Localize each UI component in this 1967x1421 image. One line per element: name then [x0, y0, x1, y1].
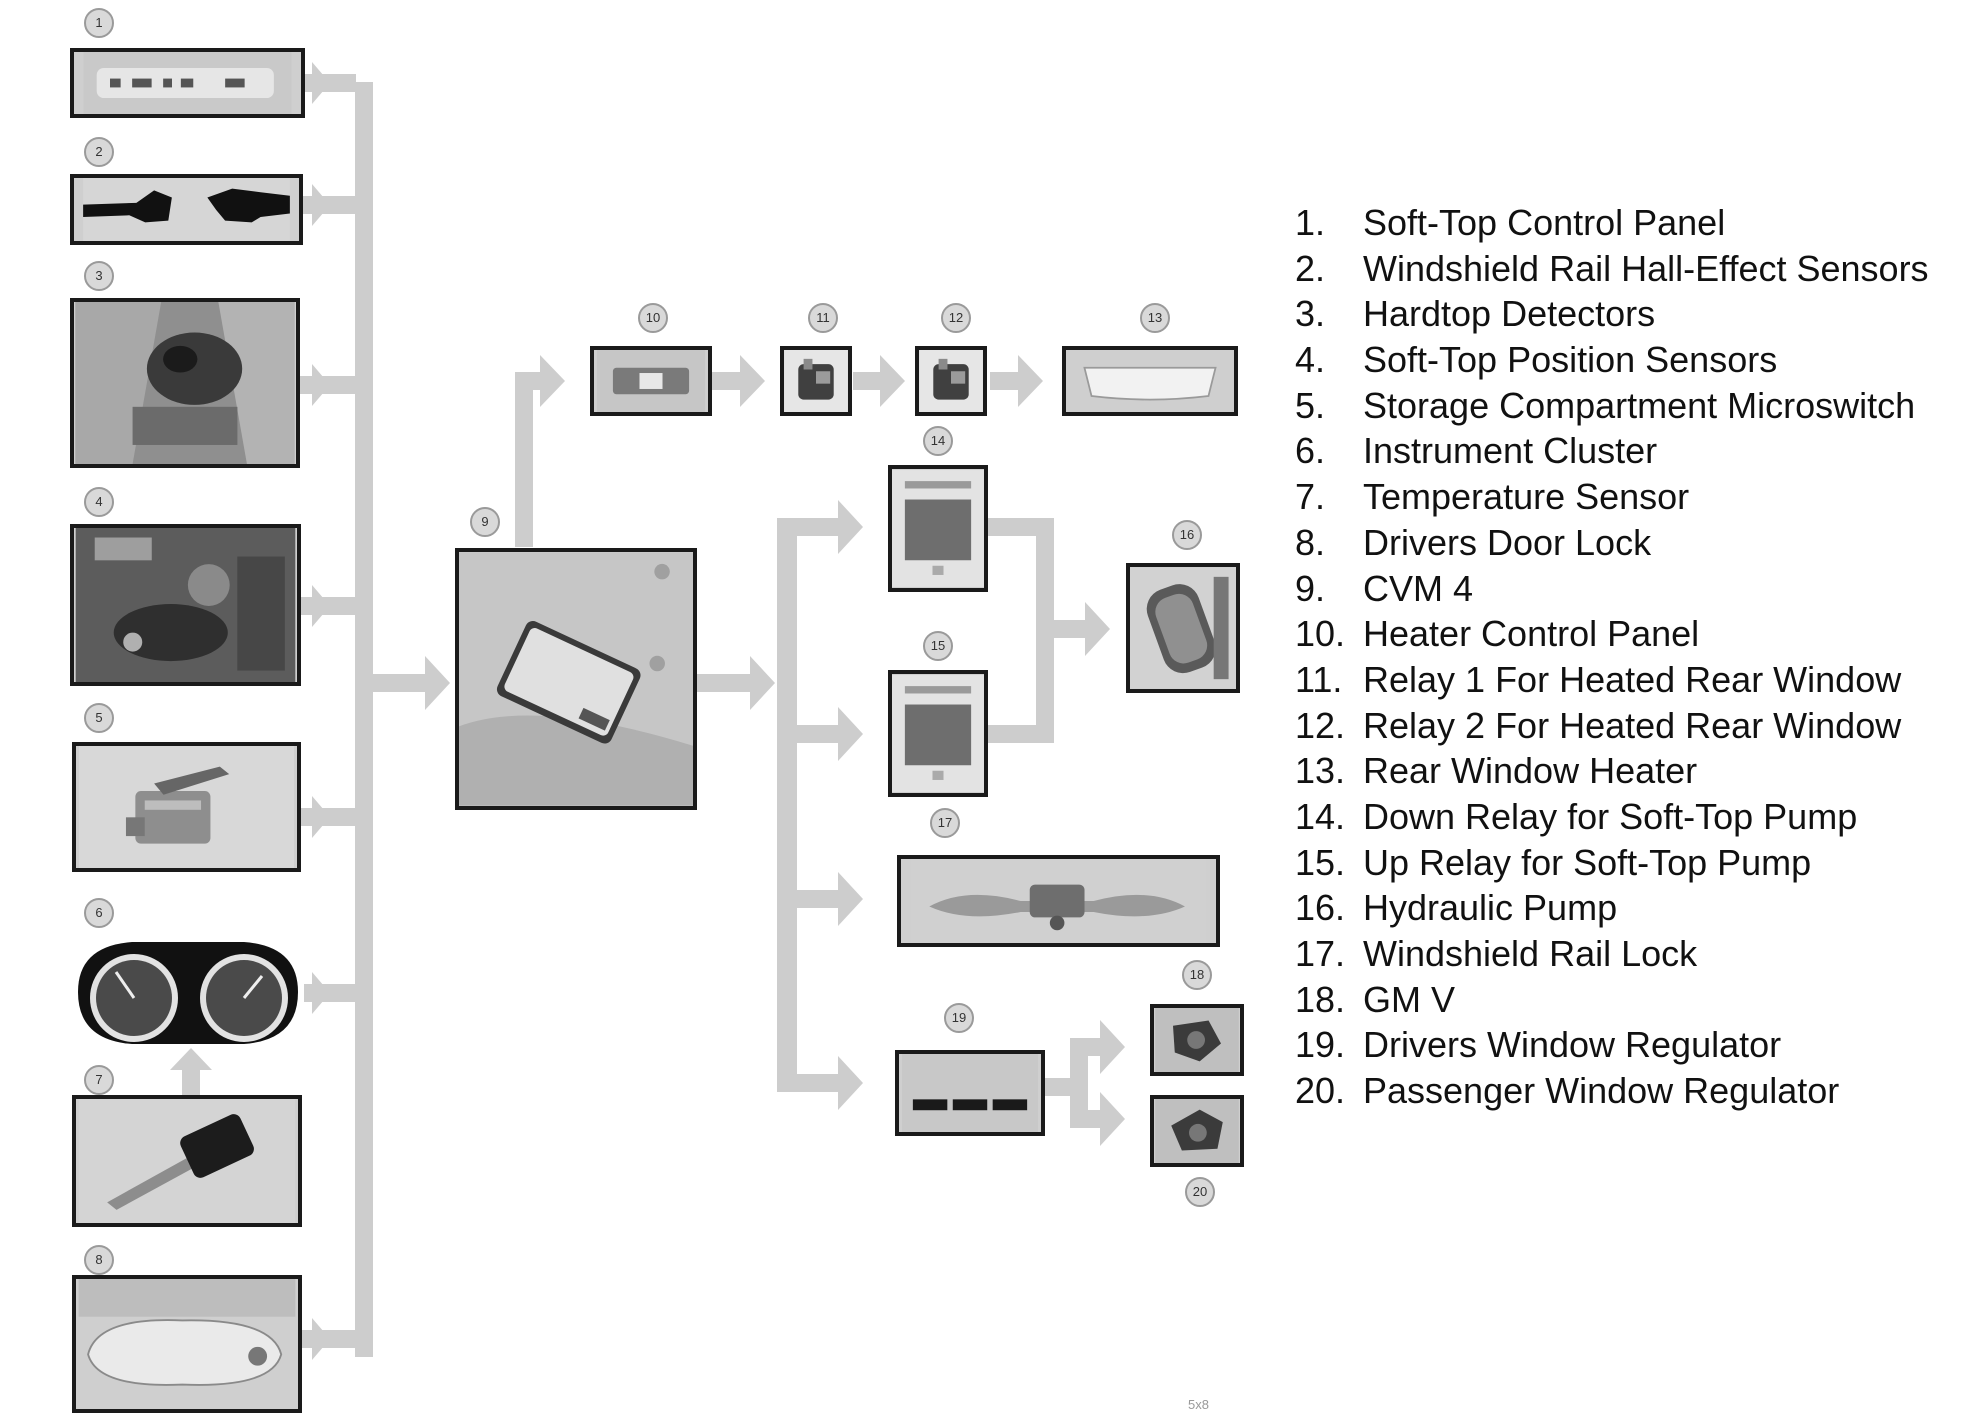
legend-item: 10.Heater Control Panel — [1295, 613, 1700, 655]
legend-item: 8.Drivers Door Lock — [1295, 521, 1652, 563]
page-mark: 5x8 — [1188, 1397, 1209, 1412]
relay-1-image — [780, 346, 852, 416]
passenger-window-regulator-image — [1150, 1095, 1244, 1167]
component-number-badge: 8 — [84, 1245, 114, 1275]
legend-item: 1.Soft-Top Control Panel — [1295, 202, 1726, 243]
rear-window-heater-image — [1062, 346, 1238, 416]
component-number-badge: 19 — [944, 1003, 974, 1033]
component-number-badge: 15 — [923, 631, 953, 661]
component-number-badge: 10 — [638, 303, 668, 333]
legend-item: 2.Windshield Rail Hall-Effect Sensors — [1295, 247, 1929, 289]
soft-top-control-panel-image — [70, 48, 305, 118]
temperature-sensor-image — [72, 1095, 302, 1227]
legend-item: 14.Down Relay for Soft-Top Pump — [1295, 795, 1858, 837]
legend-item: 4.Soft-Top Position Sensors — [1295, 339, 1778, 381]
component-number-badge: 20 — [1185, 1177, 1215, 1207]
component-number-badge: 5 — [84, 703, 114, 733]
component-number-badge: 9 — [470, 507, 500, 537]
component-number-badge: 12 — [941, 303, 971, 333]
legend-item: 9.CVM 4 — [1295, 567, 1474, 609]
legend-item: 19.Drivers Window Regulator — [1295, 1024, 1782, 1066]
legend-item: 13.Rear Window Heater — [1295, 750, 1698, 792]
component-number-badge: 1 — [84, 8, 114, 38]
drivers-window-regulator-image — [1150, 1004, 1244, 1076]
legend-item: 16.Hydraulic Pump — [1295, 887, 1618, 929]
component-number-badge: 13 — [1140, 303, 1170, 333]
legend-item: 17.Windshield Rail Lock — [1295, 933, 1698, 974]
instrument-cluster-image — [72, 936, 304, 1048]
legend-item: 15.Up Relay for Soft-Top Pump — [1295, 841, 1812, 883]
relay-2-image — [915, 346, 987, 416]
legend-item: 3.Hardtop Detectors — [1295, 293, 1656, 335]
legend-item: 20.Passenger Window Regulator — [1295, 1070, 1840, 1112]
drivers-door-lock-image — [72, 1275, 302, 1413]
cvm4-image — [455, 548, 697, 810]
legend-item: 12.Relay 2 For Heated Rear Window — [1295, 704, 1902, 746]
gm-v-image — [895, 1050, 1045, 1136]
component-number-badge: 14 — [923, 426, 953, 456]
legend-item: 5.Storage Compartment Microswitch — [1295, 384, 1916, 426]
component-number-badge: 18 — [1182, 960, 1212, 990]
component-number-badge: 7 — [84, 1065, 114, 1095]
legend-item: 18.GM V — [1295, 978, 1456, 1020]
component-number-badge: 4 — [84, 487, 114, 517]
down-relay-image — [888, 465, 988, 592]
windshield-rail-sensors-image — [70, 174, 303, 245]
storage-compartment-microswitch-image — [72, 742, 301, 872]
component-number-badge: 2 — [84, 137, 114, 167]
component-number-badge: 6 — [84, 898, 114, 928]
up-relay-image — [888, 670, 988, 797]
heater-control-panel-image — [590, 346, 712, 416]
legend-item: 7.Temperature Sensor — [1295, 476, 1690, 518]
legend-item: 6.Instrument Cluster — [1295, 430, 1658, 472]
soft-top-position-sensors-image — [70, 524, 301, 686]
component-number-badge: 17 — [930, 808, 960, 838]
hydraulic-pump-image — [1126, 563, 1240, 693]
component-legend: 1.Soft-Top Control Panel 2.Windshield Ra… — [1295, 200, 1929, 1114]
windshield-rail-lock-image — [897, 855, 1220, 947]
legend-item: 11.Relay 1 For Heated Rear Window — [1295, 658, 1902, 700]
component-number-badge: 3 — [84, 261, 114, 291]
component-number-badge: 16 — [1172, 520, 1202, 550]
hardtop-detectors-image — [70, 298, 300, 468]
component-number-badge: 11 — [808, 303, 838, 333]
